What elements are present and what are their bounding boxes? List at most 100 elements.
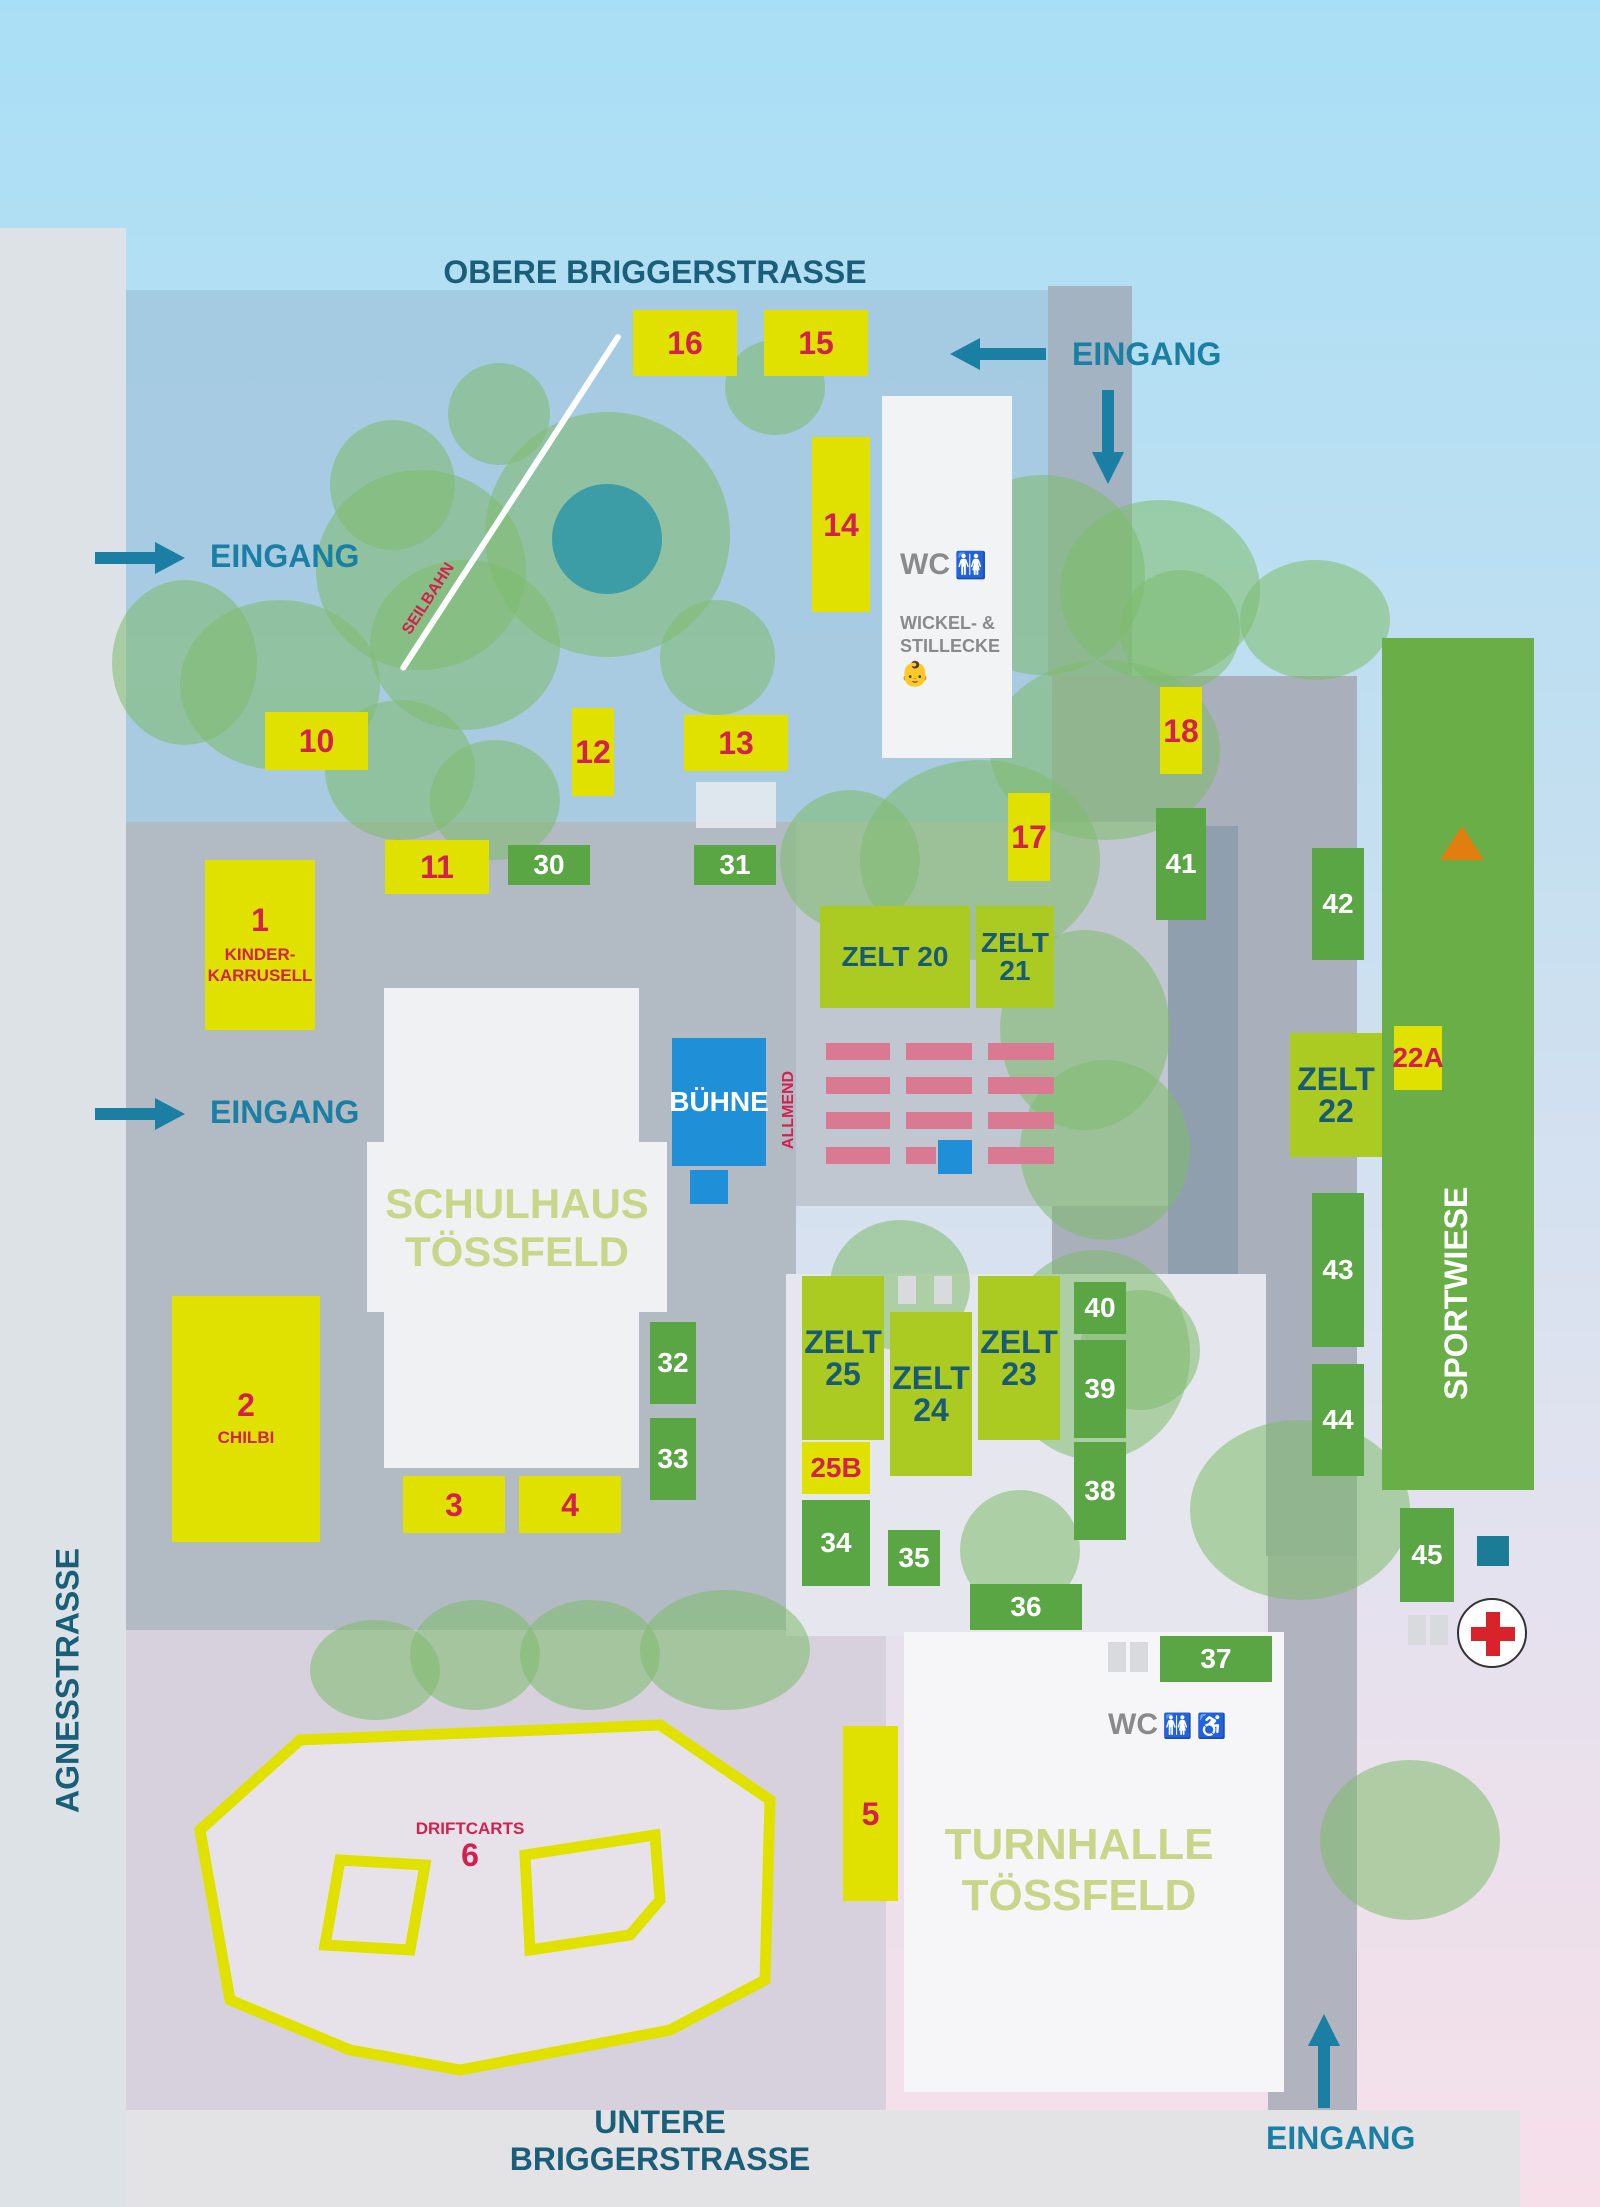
stand-38-number: 38 — [1084, 1475, 1116, 1506]
zelt-21-line1: ZELT — [981, 927, 1049, 958]
stand-10[interactable]: 10 — [265, 712, 368, 770]
zelt-22-line2: 22 — [1318, 1093, 1354, 1129]
stand-38[interactable]: 38 — [1074, 1442, 1126, 1540]
stand-32[interactable]: 32 — [650, 1322, 696, 1404]
stand-12[interactable]: 12 — [572, 708, 614, 796]
stand-41[interactable]: 41 — [1156, 808, 1206, 920]
stand-42[interactable]: 42 — [1312, 848, 1364, 960]
stand-14[interactable]: 14 — [812, 437, 870, 612]
turnhalle-line1: TURNHALLE — [944, 1820, 1214, 1869]
stand-15-number: 15 — [798, 325, 834, 361]
stand-33[interactable]: 33 — [650, 1418, 696, 1500]
stand-44-number: 44 — [1322, 1404, 1354, 1435]
agnesstrasse-road — [0, 228, 126, 2207]
stand-37-number: 37 — [1200, 1643, 1232, 1674]
stand-40[interactable]: 40 — [1074, 1282, 1126, 1334]
zelt-20[interactable]: ZELT 20 — [820, 906, 970, 1008]
zelt-24-line2: 24 — [913, 1392, 949, 1428]
schulhaus-wing — [367, 1142, 667, 1312]
stand-35[interactable]: 35 — [888, 1530, 940, 1586]
stand-17[interactable]: 17 — [1008, 793, 1050, 881]
stand-6-number: 6 — [461, 1837, 479, 1874]
stand-43[interactable]: 43 — [1312, 1193, 1364, 1347]
stand-30-number: 30 — [533, 849, 565, 880]
stand-13[interactable]: 13 — [684, 715, 788, 771]
stand-17-number: 17 — [1011, 819, 1047, 855]
driftcarts-track — [194, 1719, 776, 2076]
stand-2-label: CHILBI — [217, 1428, 275, 1448]
stand-6-label: DRIFTCARTS — [415, 1819, 525, 1838]
schulhaus-label: SCHULHAUS TÖSSFELD — [367, 1180, 667, 1277]
zelt-23-line1: ZELT — [980, 1324, 1058, 1360]
stand-41-number: 41 — [1165, 848, 1197, 879]
wc-top-label: WC 🚻 — [900, 548, 1010, 582]
blue-square — [1477, 1536, 1509, 1566]
stand-44[interactable]: 44 — [1312, 1364, 1364, 1476]
wc-top-text: WC — [900, 548, 950, 581]
stand-37[interactable]: 37 — [1160, 1636, 1272, 1682]
stand-36[interactable]: 36 — [970, 1584, 1082, 1630]
stand-13-number: 13 — [718, 725, 754, 761]
stand-11-number: 11 — [420, 849, 454, 885]
stand-34-number: 34 — [820, 1527, 852, 1558]
stand-36-number: 36 — [1010, 1591, 1042, 1622]
stand-5[interactable]: 5 — [843, 1726, 898, 1901]
turnhalle-line2: TÖSSFELD — [961, 1870, 1197, 1920]
stand-34[interactable]: 34 — [802, 1500, 870, 1586]
street-obere-briggerstrasse: OBERE BRIGGERSTRASSE — [443, 254, 867, 290]
wheelchair-icon: ♿ — [1196, 1713, 1227, 1740]
stand-25b[interactable]: 25B — [802, 1442, 870, 1494]
stand-15[interactable]: 15 — [764, 310, 868, 376]
stand-39[interactable]: 39 — [1074, 1340, 1126, 1438]
stand-16[interactable]: 16 — [633, 310, 737, 376]
stand-2[interactable]: 2 CHILBI — [172, 1296, 320, 1542]
stand-3[interactable]: 3 — [403, 1476, 505, 1533]
sportwiese-label: SPORTWIESE — [1438, 1186, 1474, 1400]
turnhalle-building — [904, 1632, 1284, 2092]
stand-4[interactable]: 4 — [519, 1476, 621, 1533]
stand-3-number: 3 — [445, 1486, 463, 1523]
entrance-west-lower-label[interactable]: EINGANG — [210, 1094, 360, 1130]
stand-30[interactable]: 30 — [508, 845, 590, 885]
stand-1[interactable]: 1 KINDER- KARRUSELL — [205, 860, 315, 1030]
stand-11[interactable]: 11 — [385, 840, 489, 894]
wickel-line1: WICKEL- & — [900, 613, 995, 633]
allmend-label: ALLMEND — [780, 1070, 797, 1150]
stand-6[interactable]: DRIFTCARTS 6 — [400, 1818, 540, 1871]
zelt-25-line2: 25 — [825, 1356, 861, 1392]
gray-square — [1408, 1615, 1426, 1645]
entrance-south-arrow — [1308, 2014, 1340, 2113]
gray-square — [1430, 1615, 1448, 1645]
stand-31[interactable]: 31 — [694, 845, 776, 885]
stand-22a[interactable]: 22A — [1392, 1026, 1444, 1090]
stand-2-number: 2 — [237, 1387, 255, 1424]
turnhalle-label: TURNHALLE TÖSSFELD — [904, 1820, 1254, 1921]
entrance-south-label[interactable]: EINGANG — [1266, 2120, 1416, 2156]
stand-45[interactable]: 45 — [1400, 1508, 1454, 1602]
stand-39-number: 39 — [1084, 1373, 1116, 1404]
schulhaus-line1: SCHULHAUS — [385, 1180, 649, 1227]
schulhaus-line2: TÖSSFELD — [404, 1228, 629, 1276]
stand-31-number: 31 — [719, 849, 751, 880]
first-aid-icon[interactable] — [1457, 1598, 1527, 1668]
orange-triangle-icon — [1440, 826, 1484, 860]
stand-1-label-line2: KARRUSELL — [207, 966, 313, 985]
stage-buehne: BÜHNE — [669, 1038, 769, 1166]
stand-32-number: 32 — [657, 1347, 689, 1378]
entrance-top-label[interactable]: EINGANG — [1072, 336, 1222, 372]
entrance-west-upper-label[interactable]: EINGANG — [210, 538, 360, 574]
stand-18[interactable]: 18 — [1160, 687, 1202, 774]
gray-square — [1130, 1642, 1148, 1672]
wc-building-top — [882, 396, 1012, 758]
blue-square — [938, 1140, 972, 1174]
zelt-24-line1: ZELT — [892, 1360, 970, 1396]
wickel-label: WICKEL- & STILLECKE 👶 — [900, 612, 1010, 690]
stand-1-number: 1 — [251, 901, 269, 938]
stand-14-number: 14 — [823, 506, 859, 543]
wickel-line2: STILLECKE — [900, 636, 1001, 657]
